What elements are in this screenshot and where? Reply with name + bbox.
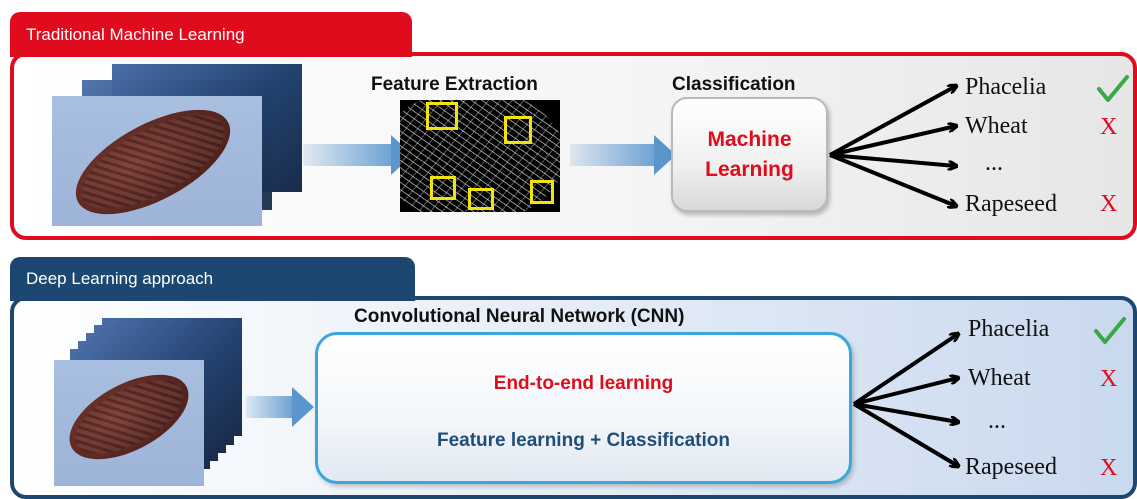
feature-box [430, 176, 456, 200]
x-mark-icon: X [1100, 114, 1118, 140]
traditional-ml-tab-label: Traditional Machine Learning [26, 24, 245, 44]
output-label-ellipsis: ... [985, 150, 1003, 176]
feature-box [504, 116, 532, 144]
arrow-to-rapeseed [852, 402, 958, 466]
output-label-phacelia: Phacelia [968, 316, 1050, 342]
cnn-box: End-to-end learning Feature learning + C… [315, 332, 852, 484]
feature-box [468, 188, 494, 210]
output-fan-arrows-top [829, 76, 966, 226]
end-to-end-learning-label: End-to-end learning [493, 373, 674, 394]
flow-arrow-features-to-classifier [570, 135, 676, 175]
feature-learning-classification-label: Feature learning + Classification [436, 430, 730, 451]
output-fan-arrows-bottom [852, 318, 970, 478]
output-label-wheat: Wheat [968, 365, 1031, 391]
arrow-to-rapeseed [829, 153, 956, 206]
x-mark-icon: X [1100, 455, 1118, 481]
arrow-to-wheat [829, 126, 956, 157]
seed-shape [60, 96, 246, 226]
seed-image-bottom [54, 360, 204, 486]
seed-image-top [52, 96, 262, 226]
traditional-ml-tab: Traditional Machine Learning [10, 12, 412, 57]
machine-learning-box: Machine Learning [671, 97, 828, 212]
output-label-rapeseed: Rapeseed [965, 454, 1057, 480]
arrow-to-wheat [853, 378, 958, 406]
arrow-to-phacelia [852, 334, 958, 406]
output-label-wheat: Wheat [965, 113, 1028, 139]
output-label-phacelia: Phacelia [965, 74, 1047, 100]
output-label-rapeseed: Rapeseed [965, 191, 1057, 217]
feature-extraction-heading: Feature Extraction [371, 74, 538, 95]
feature-box [426, 102, 458, 130]
check-icon [1094, 317, 1126, 344]
check-icon [1097, 75, 1129, 102]
x-mark-icon: X [1100, 191, 1118, 217]
output-label-ellipsis: ... [988, 408, 1006, 434]
flow-arrow-image-to-cnn [246, 387, 314, 427]
feature-box [530, 180, 554, 204]
classification-heading: Classification [672, 74, 796, 95]
cnn-heading: Convolutional Neural Network (CNN) [354, 306, 685, 327]
flow-arrow-image-to-features [303, 135, 413, 175]
deep-learning-tab: Deep Learning approach [10, 257, 415, 301]
arrow-to-ellipsis [853, 402, 958, 422]
seed-shape [56, 360, 202, 477]
arrow-to-ellipsis [829, 153, 956, 166]
machine-learning-label-line1: Machine [707, 128, 792, 152]
machine-learning-label-line2: Learning [705, 157, 794, 181]
x-mark-icon: X [1100, 366, 1118, 392]
feature-map-image [400, 100, 560, 212]
arrow-to-phacelia [829, 86, 956, 157]
deep-learning-tab-label: Deep Learning approach [26, 269, 214, 288]
